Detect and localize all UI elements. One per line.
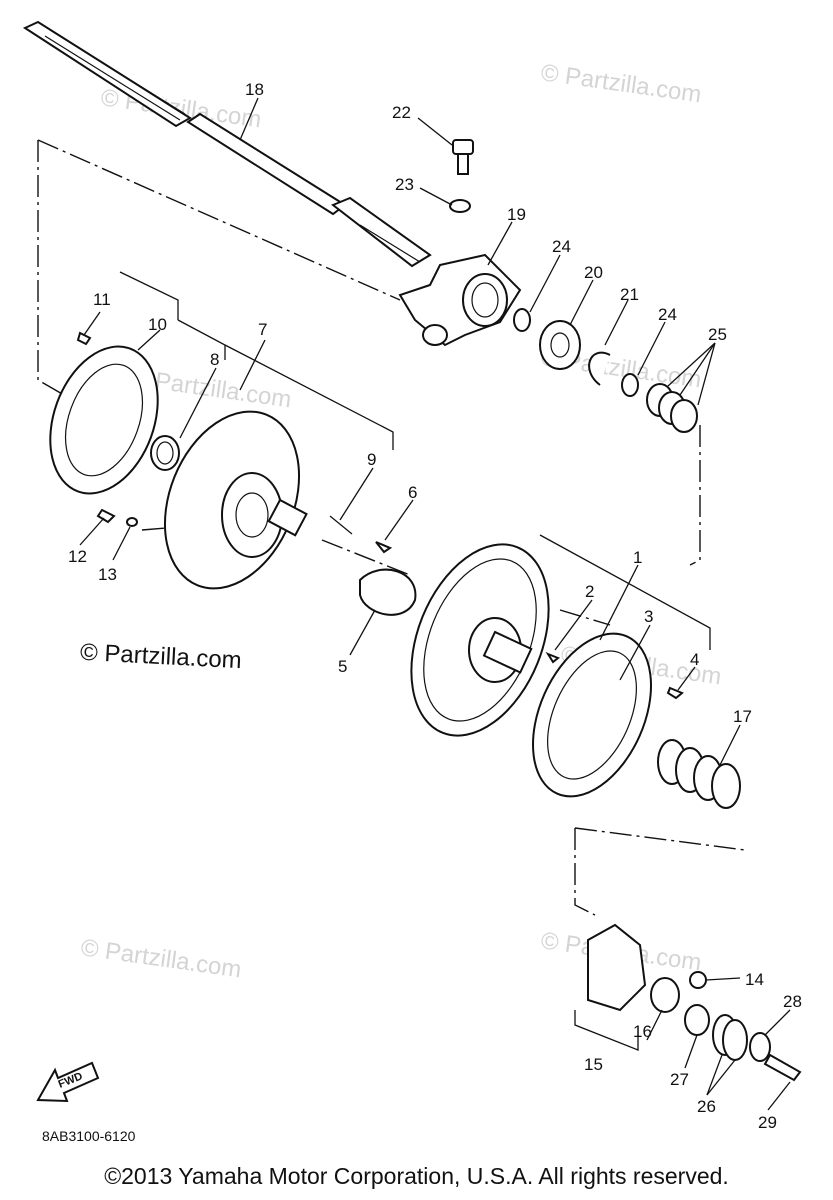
callout-13: 13 (98, 565, 117, 584)
callout-26: 26 (697, 1097, 716, 1116)
bushing-8 (150, 435, 180, 471)
callout-16: 16 (633, 1022, 652, 1041)
callout-24-second: 24 (658, 305, 677, 324)
plate-10 (49, 345, 159, 495)
callout-25: 25 (708, 325, 727, 344)
callout-14: 14 (745, 970, 764, 989)
callout-27: 27 (670, 1070, 689, 1089)
collar-25 (646, 383, 698, 433)
leader-lines (79, 97, 791, 1111)
screw-6 (375, 541, 393, 554)
bolt-29 (763, 1053, 802, 1082)
callout-7: 7 (258, 320, 267, 339)
cam-15 (587, 923, 647, 1012)
callout-1: 1 (633, 548, 642, 567)
callout-21: 21 (620, 285, 639, 304)
callout-28: 28 (783, 992, 802, 1011)
screw-2 (545, 651, 560, 664)
callout-23: 23 (395, 175, 414, 194)
watermark-faint: © Partzilla.com (539, 59, 703, 108)
callout-29: 29 (758, 1113, 777, 1132)
callout-18: 18 (245, 80, 264, 99)
callout-11: 11 (93, 290, 111, 309)
circlip-24b (621, 373, 639, 397)
screw-11 (76, 331, 92, 346)
callout-2: 2 (585, 582, 594, 601)
assembly-outline-lower (574, 827, 746, 916)
gasket-5 (359, 568, 417, 616)
secondary-shaft (22, 20, 432, 268)
spring-17 (657, 739, 741, 809)
fixed-sheave-7 (163, 410, 308, 590)
circlip-24 (513, 308, 531, 332)
washer-13 (126, 517, 138, 527)
callout-9: 9 (367, 450, 376, 469)
fwd-arrow-icon: FWD (36, 1061, 100, 1103)
collar-27 (684, 1004, 710, 1036)
screw-4 (666, 686, 684, 700)
plate-3 (532, 632, 652, 798)
callout-3: 3 (644, 607, 653, 626)
callout-15: 15 (584, 1055, 603, 1074)
callout-5: 5 (338, 657, 347, 676)
callout-12: 12 (68, 547, 87, 566)
bushing-16 (650, 977, 680, 1013)
callout-4: 4 (690, 650, 699, 669)
callout-17: 17 (733, 707, 752, 726)
callout-24: 24 (552, 237, 571, 256)
pin-9 (329, 515, 353, 535)
assembly-outline-middle (141, 519, 611, 626)
watermark-faint: © Partzilla.com (79, 934, 243, 983)
callout-19: 19 (507, 205, 526, 224)
diagram-code: 8AB3100-6120 (42, 1128, 136, 1144)
bracket-19 (398, 253, 522, 347)
washer-23 (449, 199, 471, 213)
callout-6: 6 (408, 483, 417, 502)
washer-28 (749, 1032, 771, 1062)
bolt-12 (96, 508, 116, 524)
ring-21 (588, 351, 611, 386)
callout-20: 20 (584, 263, 603, 282)
collar-26 (712, 1014, 748, 1061)
movable-sheave-1 (410, 543, 550, 737)
nut-14 (689, 971, 707, 989)
bolt-22 (452, 139, 474, 175)
copyright-notice: ©2013 Yamaha Motor Corporation, U.S.A. A… (104, 1163, 729, 1189)
bearing-20 (539, 320, 581, 370)
callout-10: 10 (148, 315, 167, 334)
callout-8: 8 (210, 350, 219, 369)
callout-22: 22 (392, 103, 411, 122)
